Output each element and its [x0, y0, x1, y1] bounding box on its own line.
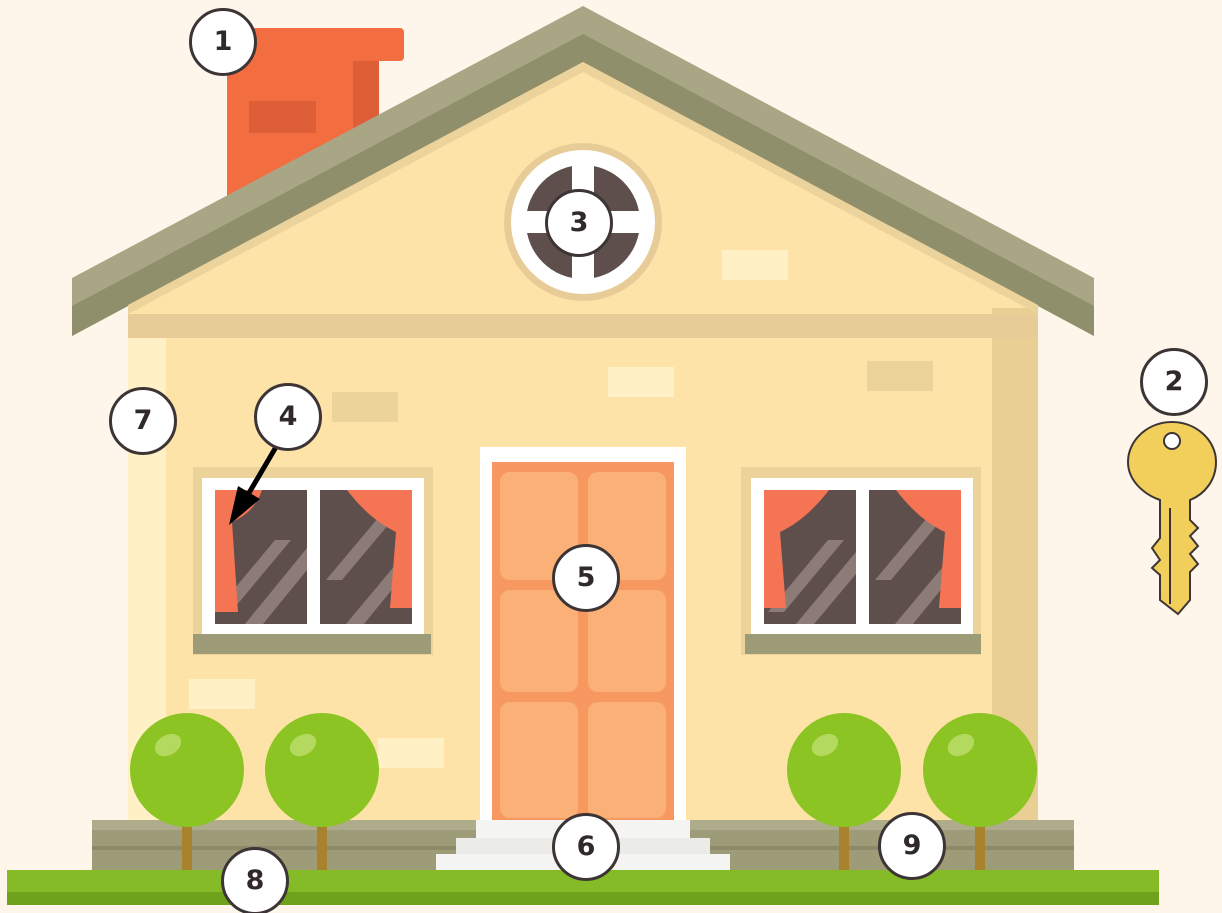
- callout-badge-front-steps: 6: [552, 813, 620, 881]
- callout-badge-chimney: 1: [189, 8, 257, 76]
- callout-badge-wall: 7: [109, 387, 177, 455]
- left-window: [193, 467, 433, 655]
- callout-badge-attic-window: 3: [545, 189, 613, 257]
- callout-badge-curtain: 4: [254, 383, 322, 451]
- callout-badge-front-door: 5: [552, 544, 620, 612]
- callout-badge-key: 2: [1140, 348, 1208, 416]
- callout-badge-lawn: 8: [221, 847, 289, 913]
- front-door: [480, 447, 686, 827]
- callout-badge-hedge: 9: [878, 812, 946, 880]
- right-window: [741, 467, 981, 655]
